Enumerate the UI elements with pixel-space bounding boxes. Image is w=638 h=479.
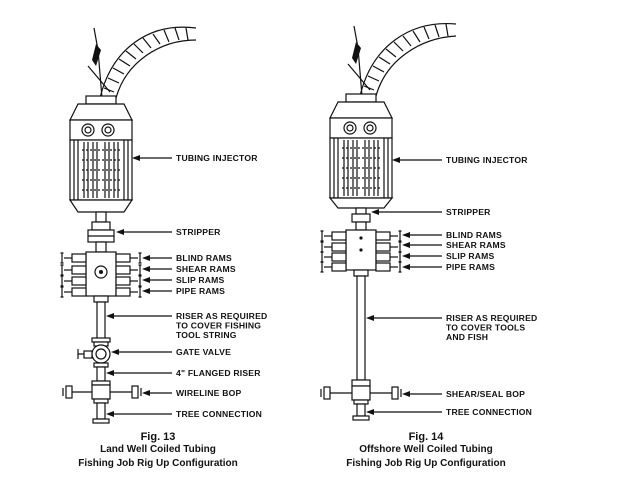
fig13-ram-2	[60, 275, 142, 287]
fig13-tubing-injector	[68, 95, 134, 231]
fig13-label-gate-valve: GATE VALVE	[111, 347, 231, 357]
fig13-label-wireline-bop: WIRELINE BOP	[142, 388, 241, 398]
fig13-riser	[91, 301, 111, 345]
fig13-flanged-riser	[91, 366, 111, 386]
fig13-bop-stack	[60, 251, 142, 303]
fig14-label-blind-rams: BLIND RAMS	[402, 230, 502, 240]
fig14-label-shear-seal-bop: SHEAR/SEAL BOP	[402, 389, 525, 399]
fig13-label-tubing-injector: TUBING INJECTOR	[132, 153, 258, 163]
fig14-gooseneck	[347, 23, 457, 97]
fig13-caption-number: Fig. 13	[141, 431, 176, 443]
fig13-wireline-bop	[62, 384, 142, 404]
fig13-label-stripper: STRIPPER	[116, 227, 221, 237]
fig14-ram-2	[320, 251, 402, 263]
fig13-label-text-stripper: STRIPPER	[176, 227, 221, 237]
fig13-label-text-slip-rams: SLIP RAMS	[176, 275, 225, 285]
fig14-caption-caption-line2: Fishing Job Rig Up Configuration	[346, 458, 505, 469]
fig14-bop-stack	[320, 229, 402, 277]
fig14-label-text-blind-rams: BLIND RAMS	[446, 230, 502, 240]
fig13-label-text-flanged-riser: 4" FLANGED RISER	[176, 368, 261, 378]
fig14-label-tree-connection: TREE CONNECTION	[366, 407, 532, 417]
fig14-ram-0	[320, 230, 402, 242]
fig13-label-blind-rams: BLIND RAMS	[142, 253, 232, 263]
fig14-ram-3	[320, 261, 402, 273]
fig13-label-shear-rams: SHEAR RAMS	[142, 264, 236, 274]
fig14-tubing-injector	[328, 93, 394, 215]
fig14-label-text-stripper: STRIPPER	[446, 207, 491, 217]
fig14-label-text-shear-seal-bop: SHEAR/SEAL BOP	[446, 389, 525, 399]
fig13-label-slip-rams: SLIP RAMS	[142, 275, 225, 285]
fig13-ram-3	[60, 286, 142, 298]
fig13-label-text-pipe-rams: PIPE RAMS	[176, 286, 225, 296]
fig13-ram-1	[60, 264, 142, 276]
fig13-stripper	[87, 229, 115, 253]
fig14-label-tubing-injector: TUBING INJECTOR	[392, 155, 528, 165]
fig13-tree-connection	[92, 402, 110, 424]
fig13-label-text-wireline-bop: WIRELINE BOP	[176, 388, 241, 398]
fig14-shear-seal-bop	[320, 379, 402, 405]
fig14-caption-caption-line1: Offshore Well Coiled Tubing	[359, 444, 493, 455]
fig14-assembly	[320, 23, 457, 421]
fig13-label-tree-connection: TREE CONNECTION	[106, 409, 262, 419]
fig13-caption-caption-line1: Land Well Coiled Tubing	[100, 444, 216, 455]
fig14-label-text-tubing-injector: TUBING INJECTOR	[446, 155, 528, 165]
fig14-label-slip-rams: SLIP RAMS	[402, 251, 495, 261]
fig14-ram-1	[320, 241, 402, 253]
fig14-label-text-pipe-rams: PIPE RAMS	[446, 262, 495, 272]
fig13-assembly	[60, 26, 197, 424]
fig13-label-text-shear-rams: SHEAR RAMS	[176, 264, 236, 274]
fig13-label-text-gate-valve: GATE VALVE	[176, 347, 231, 357]
fig14-stripper	[351, 213, 371, 231]
fig14-caption-number: Fig. 14	[409, 431, 445, 443]
fig13-label-pipe-rams: PIPE RAMS	[142, 286, 225, 296]
fig14-riser	[356, 275, 366, 381]
fig14-label-text-tree-connection: TREE CONNECTION	[446, 407, 532, 417]
fig14-label-pipe-rams: PIPE RAMS	[402, 262, 495, 272]
fig13-gooseneck	[87, 26, 197, 99]
fig13-label-text-tubing-injector: TUBING INJECTOR	[176, 153, 258, 163]
fig14-label-stripper: STRIPPER	[371, 207, 491, 217]
fig13-label-text-tree-connection: TREE CONNECTION	[176, 409, 262, 419]
fig13-label-text-blind-rams: BLIND RAMS	[176, 253, 232, 263]
fig14-tree-connection	[352, 403, 370, 421]
fig13-caption-caption-line2: Fishing Job Rig Up Configuration	[78, 458, 237, 469]
fig14-label-shear-rams: SHEAR RAMS	[402, 240, 506, 250]
fig13-label-flanged-riser: 4" FLANGED RISER	[106, 368, 261, 378]
fig14-label-text-slip-rams: SLIP RAMS	[446, 251, 495, 261]
fig13-ram-0	[60, 252, 142, 264]
fig13-gate-valve	[77, 341, 111, 368]
fig14-label-text-shear-rams: SHEAR RAMS	[446, 240, 506, 250]
